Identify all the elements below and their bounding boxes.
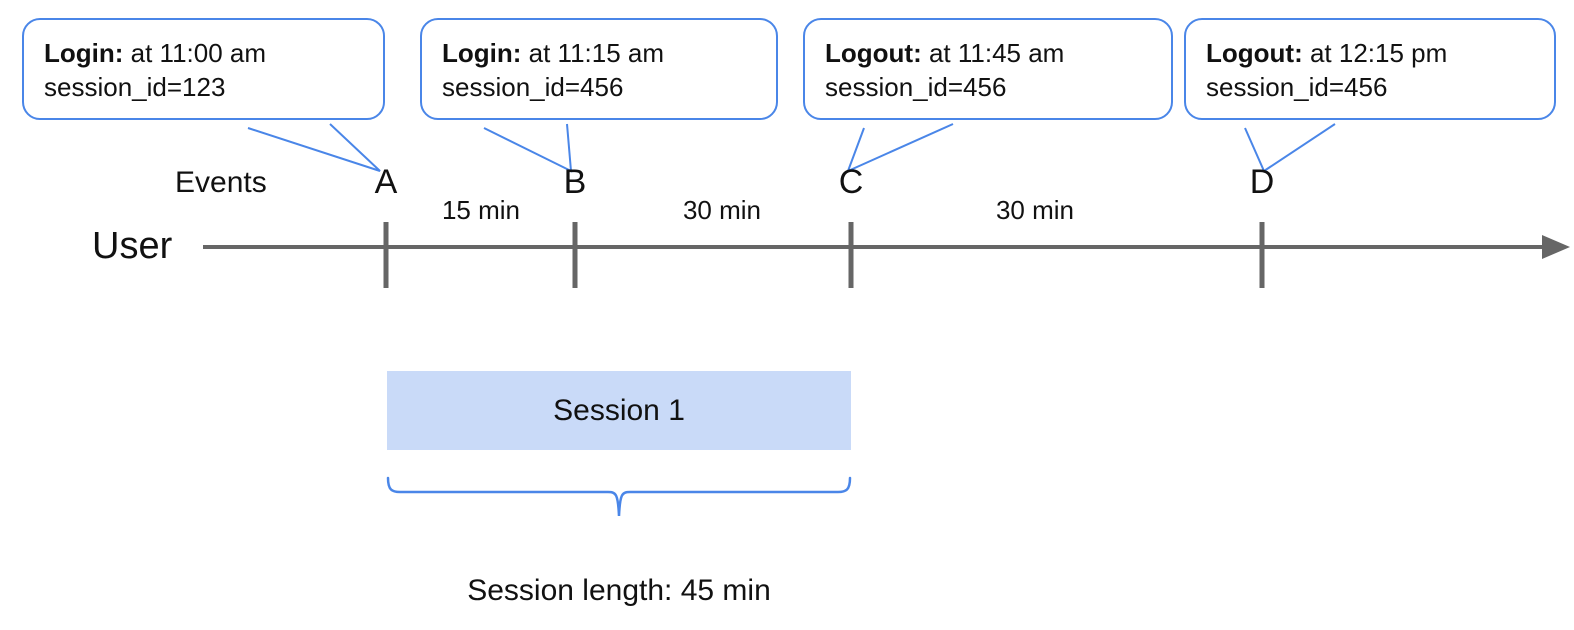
gap-label-a-b: 15 min [441,195,521,225]
callout-event-d: Logout: at 12:15 pm session_id=456 [1184,18,1556,120]
session-length-brace-icon [386,476,852,517]
event-marker-d: D [1249,163,1275,201]
callout-b-tail-icon [483,123,573,173]
callout-a-time: at 11:00 am [123,38,267,68]
session-length-caption: Session length: 45 min [467,574,771,607]
event-marker-b: B [563,163,587,201]
event-marker-c: C [838,163,864,201]
callout-event-a: Login: at 11:00 am session_id=123 [22,18,385,120]
callout-d-session: session_id=456 [1206,72,1388,102]
callout-d-kind: Logout: [1206,38,1303,68]
callout-b-kind: Login: [442,38,522,68]
callout-event-b: Login: at 11:15 am session_id=456 [420,18,778,120]
lane-label-user: User [92,225,173,267]
callout-c-time: at 11:45 am [921,38,1065,68]
callout-a-session: session_id=123 [44,72,226,102]
session-bar-label: Session 1 [553,393,685,427]
gap-label-b-c: 30 min [682,195,762,225]
callout-b-session: session_id=456 [442,72,624,102]
session-bar-session-1: Session 1 [387,371,851,450]
callout-d-time: at 12:15 pm [1302,38,1448,68]
gap-label-c-d: 30 min [995,195,1075,225]
callout-event-c: Logout: at 11:45 am session_id=456 [803,18,1173,120]
callout-c-tail-icon [846,123,954,173]
callout-c-kind: Logout: [825,38,922,68]
callout-a-tail-icon [247,123,381,172]
callout-b-time: at 11:15 am [521,38,665,68]
callout-c-session: session_id=456 [825,72,1007,102]
callout-a-kind: Login: [44,38,124,68]
event-marker-a: A [374,163,398,201]
lane-label-events: Events [175,166,267,199]
timeline-arrowhead-icon [1542,235,1570,259]
